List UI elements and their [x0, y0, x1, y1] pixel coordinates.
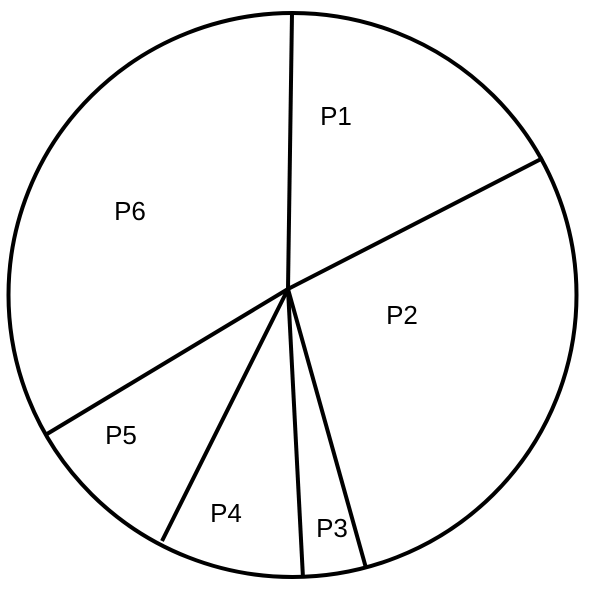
sector-label-p3: P3	[316, 513, 348, 543]
sector-label-p4: P4	[210, 498, 242, 528]
sector-label-p2: P2	[386, 300, 418, 330]
sector-label-p6: P6	[114, 196, 146, 226]
divider-p1-p2	[287, 156, 544, 291]
divider-p4-p5	[160, 288, 290, 542]
divider-p6-p1	[286, 12, 294, 290]
circle-outline	[6, 11, 579, 579]
divider-p2-p3	[286, 288, 368, 569]
divider-p5-p6	[45, 287, 290, 436]
divider-p3-p4	[286, 288, 305, 579]
sector-label-p5: P5	[105, 420, 137, 450]
sector-label-p1: P1	[320, 101, 352, 131]
